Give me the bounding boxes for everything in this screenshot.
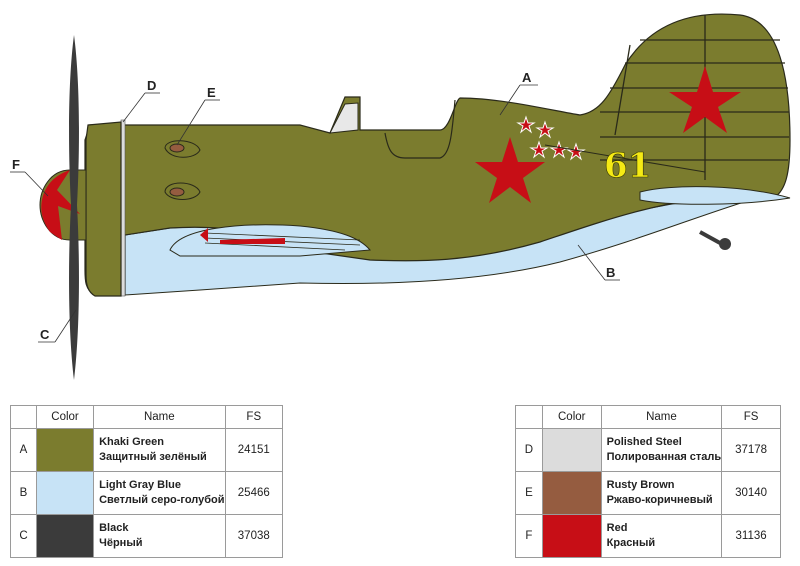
color-swatch xyxy=(35,514,95,558)
callout-E: E xyxy=(176,85,220,146)
wing-red-tip xyxy=(200,228,208,242)
header-name: Name xyxy=(600,405,723,429)
name-en: Rusty Brown xyxy=(606,479,675,491)
propeller xyxy=(69,35,79,380)
header-color: Color xyxy=(541,405,602,429)
aircraft-side-view: 61 A B C D E F xyxy=(10,13,791,380)
header-letter xyxy=(10,405,37,429)
callout-B: B xyxy=(577,244,620,281)
callout-F: F xyxy=(10,157,49,197)
name-ru: Защитный зелёный xyxy=(99,451,207,463)
tail-wheel-strut xyxy=(699,230,721,245)
wing-red-arrow xyxy=(220,238,285,244)
cockpit-line xyxy=(384,99,456,159)
victory-stars xyxy=(516,115,586,161)
name-en: Red xyxy=(606,522,628,534)
tail-red-star xyxy=(669,66,741,133)
row-letter: F xyxy=(515,514,543,558)
color-swatch xyxy=(35,471,95,515)
color-swatch xyxy=(541,471,602,515)
gun-ports xyxy=(164,140,201,200)
tail-wheel xyxy=(719,238,731,250)
fs-code: 31136 xyxy=(721,514,781,558)
callout-D: D xyxy=(122,78,160,123)
row-letter: C xyxy=(10,514,37,558)
svg-text:C: C xyxy=(40,327,50,342)
svg-text:F: F xyxy=(12,157,20,172)
fs-code: 37178 xyxy=(721,428,781,472)
spinner-red-star xyxy=(41,170,80,240)
callout-C: C xyxy=(38,309,77,343)
color-swatch xyxy=(541,514,602,558)
row-letter: B xyxy=(10,471,37,515)
name-ru: Светлый серо-голубой xyxy=(99,494,225,506)
name-en: Light Gray Blue xyxy=(99,479,182,491)
svg-text:A: A xyxy=(522,70,532,85)
name-ru: Красный xyxy=(606,537,656,549)
fs-code: 30140 xyxy=(721,471,781,515)
header-color: Color xyxy=(35,405,95,429)
fs-code: 37038 xyxy=(224,514,284,558)
header-fs: FS xyxy=(721,405,781,429)
color-swatch xyxy=(541,428,602,472)
name-ru: Чёрный xyxy=(99,537,143,549)
fuselage-number: 61 xyxy=(604,146,651,186)
canopy xyxy=(329,102,359,134)
fs-code: 24151 xyxy=(224,428,284,472)
header-letter xyxy=(515,405,543,429)
name-en: Khaki Green xyxy=(99,436,164,448)
row-letter: A xyxy=(10,428,37,472)
color-swatch xyxy=(35,428,95,472)
name-en: Black xyxy=(99,522,129,534)
header-fs: FS xyxy=(224,405,284,429)
svg-text:E: E xyxy=(207,85,216,100)
tailplane xyxy=(639,186,791,205)
svg-text:B: B xyxy=(606,265,615,280)
row-letter: D xyxy=(515,428,543,472)
callout-A: A xyxy=(499,70,538,116)
header-name: Name xyxy=(93,405,226,429)
name-ru: Полированная сталь xyxy=(606,451,722,463)
row-letter: E xyxy=(515,471,543,515)
name-ru: Ржаво-коричневый xyxy=(606,494,713,506)
fuselage-red-star xyxy=(475,137,545,203)
antenna-wire xyxy=(544,144,706,173)
cowling-front xyxy=(85,121,122,297)
svg-text:D: D xyxy=(147,78,156,93)
name-en: Polished Steel xyxy=(606,436,682,448)
fs-code: 25466 xyxy=(224,471,284,515)
